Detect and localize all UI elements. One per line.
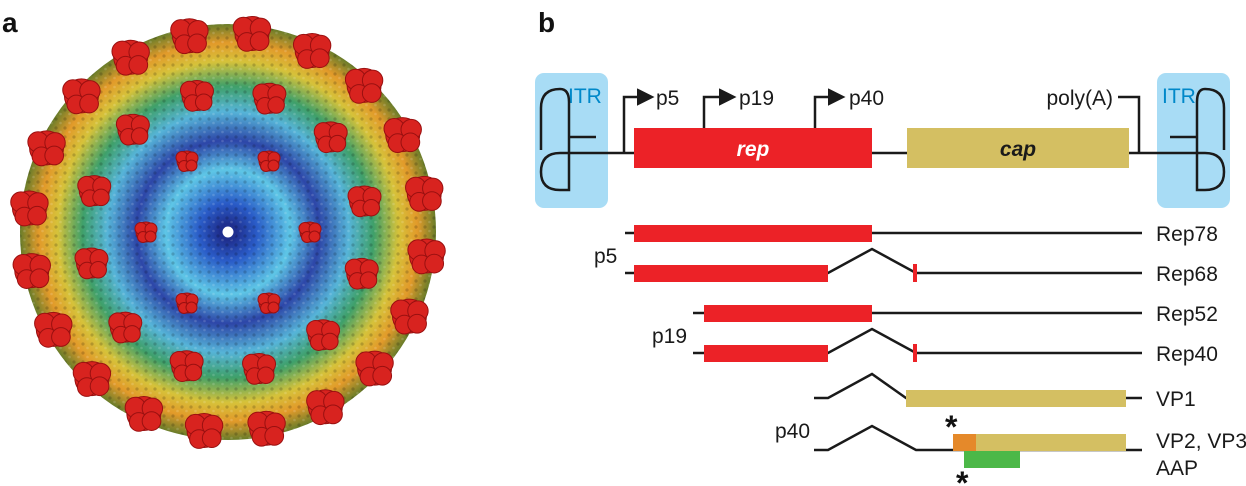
capsid-spike bbox=[62, 78, 101, 115]
capsid-spike bbox=[72, 361, 112, 397]
capsid-spike bbox=[34, 311, 73, 348]
capsid-spike bbox=[134, 221, 158, 243]
vp2-start-segment bbox=[953, 434, 976, 451]
transcript-label: VP2, VP3 bbox=[1156, 430, 1246, 453]
capsid-spike bbox=[108, 311, 143, 344]
promoter-arrow-icon bbox=[813, 88, 846, 128]
promoter-arrow-icon bbox=[622, 88, 655, 153]
polya-label: poly(A) bbox=[1046, 87, 1113, 110]
transcript-aap: * AAP bbox=[956, 451, 1198, 486]
capsid-spike bbox=[313, 121, 348, 154]
promoter-arrow-icon bbox=[702, 88, 737, 128]
capsid-spikes bbox=[10, 15, 446, 449]
transcript-label: AAP bbox=[1156, 457, 1198, 480]
group-label-p19: p19 bbox=[652, 325, 687, 348]
capsid-spike bbox=[344, 257, 379, 290]
itr-right-box bbox=[1157, 73, 1230, 208]
transcript-rep40: Rep40 bbox=[693, 327, 1218, 366]
itr-right-label: ITR bbox=[1162, 85, 1196, 108]
capsid-spike bbox=[242, 353, 277, 385]
capsid-spike bbox=[170, 18, 209, 55]
transcript-label: Rep40 bbox=[1156, 343, 1218, 366]
asterisk-icon: * bbox=[945, 409, 958, 445]
transcript-rep78: Rep78 bbox=[625, 223, 1218, 246]
capsid-spike bbox=[252, 82, 287, 115]
transcript-rep52: Rep52 bbox=[693, 303, 1218, 326]
capsid-spike bbox=[355, 350, 394, 387]
capsid-spike bbox=[347, 185, 382, 218]
group-label-p40: p40 bbox=[775, 420, 810, 443]
promoter-p19-label: p19 bbox=[739, 87, 774, 110]
asterisk-icon: * bbox=[956, 465, 969, 486]
cap-gene-label: cap bbox=[1000, 138, 1036, 161]
polya-marker bbox=[1118, 95, 1141, 153]
transcript-vp2-vp3: * VP2, VP3 bbox=[814, 409, 1246, 453]
panel-b-letter: b bbox=[538, 7, 555, 38]
capsid-spike bbox=[74, 247, 109, 280]
group-label-p5: p5 bbox=[594, 245, 617, 268]
capsid-spike bbox=[77, 175, 112, 207]
capsid-spike bbox=[175, 292, 199, 315]
capsid-spike bbox=[257, 292, 281, 315]
itr-left-hairpin bbox=[539, 87, 596, 192]
promoter-p5-label: p5 bbox=[656, 87, 679, 110]
capsid-spike bbox=[169, 350, 204, 382]
itr-left-label: ITR bbox=[568, 85, 602, 108]
rep-gene bbox=[634, 128, 872, 168]
capsid-structure-image bbox=[10, 15, 446, 449]
capsid-spike bbox=[298, 221, 322, 243]
aap-orf bbox=[964, 451, 1020, 468]
promoter-p40-label: p40 bbox=[849, 87, 884, 110]
capsid-spike bbox=[111, 39, 150, 76]
rep-gene-label: rep bbox=[737, 138, 770, 161]
capsid-spike bbox=[390, 298, 429, 335]
capsid-spike bbox=[124, 395, 164, 432]
capsid-spike bbox=[306, 319, 341, 351]
itr-right-hairpin bbox=[1170, 87, 1226, 192]
transcript-label: Rep78 bbox=[1156, 223, 1218, 246]
capsid-spike bbox=[344, 67, 384, 104]
transcript-label: VP1 bbox=[1156, 388, 1196, 411]
capsid-spike bbox=[179, 79, 214, 112]
itr-left-box bbox=[535, 73, 608, 208]
transcript-vp1: VP1 bbox=[814, 372, 1196, 411]
transcript-label: Rep68 bbox=[1156, 263, 1218, 286]
capsid-spike bbox=[292, 33, 332, 69]
cap-gene bbox=[907, 128, 1129, 168]
promoter-p5: p5 bbox=[622, 87, 679, 153]
promoter-p19: p19 bbox=[702, 87, 774, 128]
capsid-spike bbox=[383, 117, 422, 154]
capsid-spike bbox=[184, 413, 224, 449]
transcript-label: Rep52 bbox=[1156, 303, 1218, 326]
panel-a-letter: a bbox=[2, 7, 18, 38]
capsid-spike bbox=[232, 15, 272, 52]
capsid-spike bbox=[10, 190, 49, 227]
capsid-spike bbox=[306, 389, 345, 426]
promoter-p40: p40 bbox=[813, 87, 884, 128]
capsid-spike bbox=[12, 253, 51, 289]
capsid-spike bbox=[247, 410, 286, 447]
transcript-rep68: Rep68 bbox=[625, 247, 1218, 286]
capsid-spike bbox=[405, 175, 444, 212]
capsid-spike bbox=[115, 113, 150, 146]
capsid-spike bbox=[27, 130, 66, 167]
capsid-spike bbox=[407, 238, 446, 275]
capsid-spike bbox=[175, 150, 199, 172]
capsid-spike bbox=[257, 150, 281, 172]
